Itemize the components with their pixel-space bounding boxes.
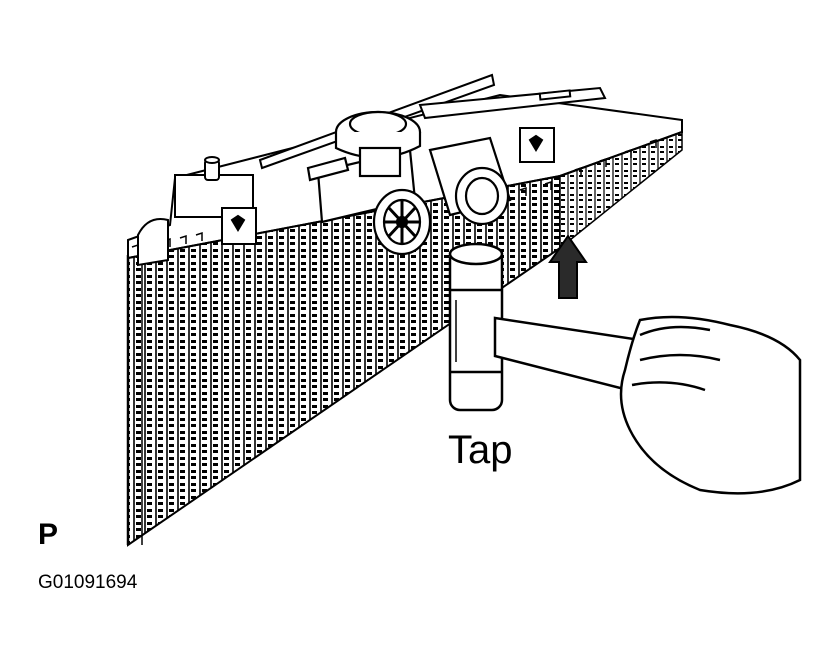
mallet-head [448, 242, 504, 412]
radiator-cap [306, 110, 422, 224]
up-arrow-icon [548, 234, 588, 299]
tap-callout: Tap [448, 428, 513, 472]
corner-mark: P [38, 518, 59, 551]
mounting-bracket-right [519, 127, 555, 163]
hand [619, 315, 802, 495]
mounting-bracket-left [221, 207, 257, 245]
inlet-pipe [428, 136, 512, 226]
figure-code: G01091694 [38, 572, 138, 593]
mallet-handle [493, 316, 642, 392]
outlet-flange [372, 188, 432, 256]
